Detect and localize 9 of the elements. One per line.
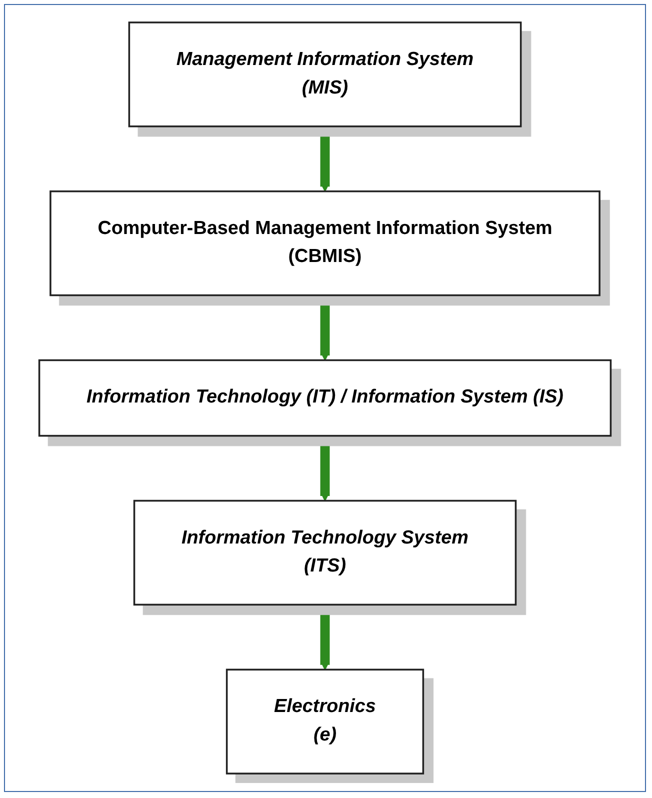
node-box: Information Technology System (ITS) (133, 500, 517, 606)
arrow (320, 295, 330, 361)
arrow (320, 436, 330, 502)
arrow (320, 126, 330, 192)
node-box: Management Information System (MIS) (128, 22, 522, 128)
node-box: Information Technology (IT) / Information System (IS) (38, 359, 612, 437)
node-box: Computer-Based Management Information System (CBMIS) (50, 190, 600, 296)
node-box: Electronics (e) (226, 668, 424, 774)
arrow (320, 604, 330, 670)
